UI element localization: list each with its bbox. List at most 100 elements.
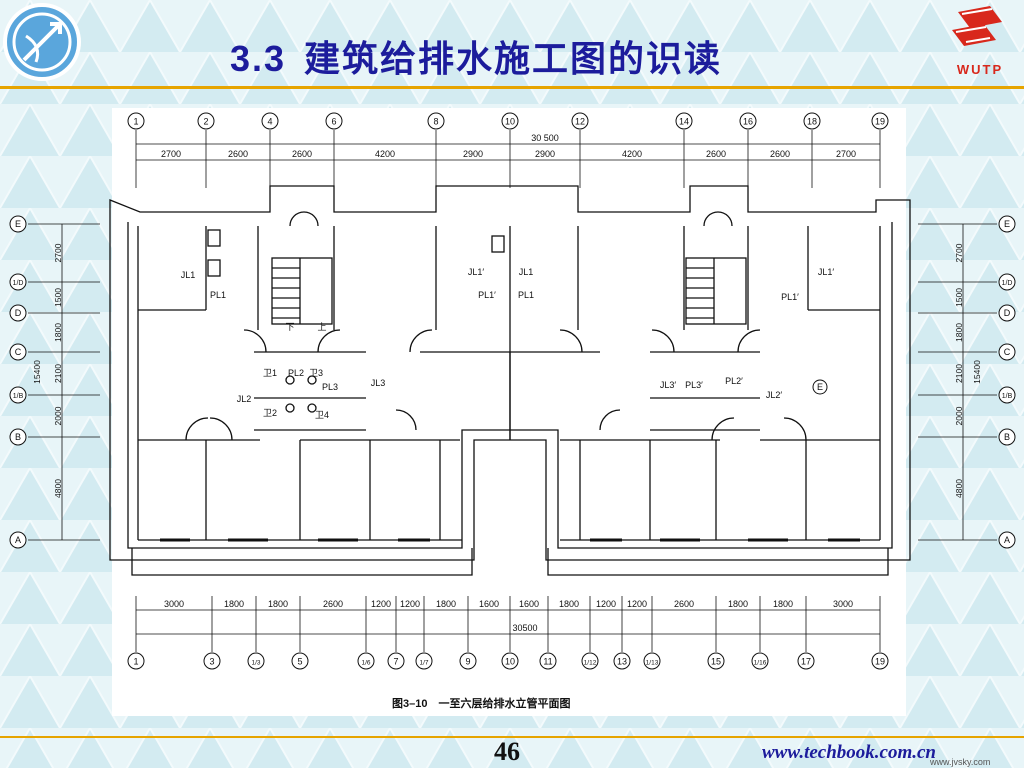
pipe-label: E <box>817 382 823 392</box>
bottom-axis-label: 19 <box>875 657 885 667</box>
pipe-label: JL2′ <box>766 390 783 400</box>
bottom-axis-bubble <box>707 652 725 670</box>
bottom-dim-value: 1200 <box>371 599 391 609</box>
pipe-label: 卫3 <box>309 368 323 378</box>
top-dim-value: 2600 <box>292 149 312 159</box>
bottom-axis-label: 1/6 <box>361 660 370 667</box>
top-dim-value: 2700 <box>161 149 181 159</box>
bottom-axis-label: 1/13 <box>646 660 659 667</box>
watermark: www.jvsky.com <box>930 757 991 767</box>
bottom-dim-value: 2600 <box>674 599 694 609</box>
top-axis-bubble <box>197 112 215 130</box>
pipe-label: 卫2 <box>263 408 277 418</box>
pipe-label: PL2′ <box>725 376 743 386</box>
right-axis-bubble <box>998 215 1016 233</box>
left-dim-value: 4800 <box>53 479 63 498</box>
top-total-dim: 30 500 <box>531 133 559 143</box>
left-axis-bubble <box>9 386 27 404</box>
room-marker <box>812 379 828 395</box>
right-dim-value: 2700 <box>954 243 964 262</box>
top-axis-label: 14 <box>679 117 689 127</box>
right-axis-bubble <box>998 531 1016 549</box>
top-axis-label: 6 <box>331 117 336 127</box>
pipe-label: JL1′ <box>818 267 835 277</box>
right-axis-label: D <box>1004 308 1011 318</box>
left-dim-value: 1800 <box>53 323 63 342</box>
right-dim-value: 2100 <box>954 364 964 383</box>
top-dim-value: 2900 <box>463 149 483 159</box>
top-divider <box>0 86 1024 89</box>
top-axis-label: 18 <box>807 117 817 127</box>
right-axis-label: B <box>1004 432 1010 442</box>
page-number: 46 <box>494 737 520 766</box>
bottom-dim-value: 1600 <box>479 599 499 609</box>
right-axis-label: C <box>1004 347 1011 357</box>
top-axis-bubble <box>571 112 589 130</box>
bottom-axis-bubble <box>501 652 519 670</box>
bottom-axis-label: 11 <box>543 657 552 667</box>
pipe-label: JL3′ <box>660 380 677 390</box>
pipe-label: 卫1 <box>263 368 277 378</box>
bottom-axis-label: 17 <box>801 657 811 667</box>
right-axis-label: A <box>1004 535 1010 545</box>
pipe-label: PL1 <box>210 290 226 300</box>
title-text: 建筑给排水施工图的识读 <box>304 38 723 80</box>
bottom-dim-value: 1800 <box>436 599 456 609</box>
top-axis-bubble <box>501 112 519 130</box>
left-axis-bubble <box>9 215 27 233</box>
pipe-labels: JL1PL1JL2JL3PL2PL3卫1卫2卫3卫4下上JL1′PL1′JL1P… <box>181 267 835 420</box>
bottom-dim-value: 1200 <box>627 599 647 609</box>
bottom-axis-bubble <box>751 652 769 670</box>
website-link[interactable]: www.techbook.com.cn <box>762 742 936 763</box>
pipe-label: JL1 <box>519 267 534 277</box>
left-axis-label: D <box>15 308 22 318</box>
right-axis-bubble <box>998 386 1016 404</box>
left-dim-value: 1500 <box>53 288 63 307</box>
left-dim-value: 2700 <box>53 243 63 262</box>
pipe-label: PL1′ <box>781 292 799 302</box>
top-axis-bubble <box>675 112 693 130</box>
bottom-axis-bubble <box>357 652 375 670</box>
top-axis-label: 10 <box>505 117 515 127</box>
bottom-dim-value: 3000 <box>833 599 853 609</box>
pipe-label: PL1 <box>518 290 534 300</box>
bottom-divider <box>0 736 1024 738</box>
bottom-axis-bubble <box>643 652 661 670</box>
bottom-axis-label: 1/3 <box>251 660 260 667</box>
top-dim-value: 4200 <box>375 149 395 159</box>
top-dim-value: 2900 <box>535 149 555 159</box>
top-dim-value: 2600 <box>770 149 790 159</box>
figure-caption: 图3–10 一至六层给排水立管平面图 <box>392 698 571 710</box>
compass-logo-icon <box>2 2 82 82</box>
top-dim-value: 2600 <box>228 149 248 159</box>
right-axis-bubble <box>998 343 1016 361</box>
top-axis-bubble <box>427 112 445 130</box>
bottom-axis-label: 7 <box>393 657 398 667</box>
pipe-label: JL1′ <box>468 267 485 277</box>
bottom-axis-label: 13 <box>617 657 627 667</box>
bottom-axis-bubble <box>387 652 405 670</box>
bottom-axis-bubble <box>581 652 599 670</box>
publisher-mark: WUTP <box>956 62 1004 77</box>
right-dim-value: 1500 <box>954 288 964 307</box>
wutp-logo-icon <box>940 2 1020 80</box>
bottom-dim-value: 2600 <box>323 599 343 609</box>
pipe-label: PL3 <box>322 382 338 392</box>
right-axis-bubble <box>998 428 1016 446</box>
left-axis-label: E <box>15 219 21 229</box>
top-axis-label: 2 <box>203 117 208 127</box>
left-axis-label: 1/B <box>13 393 24 400</box>
right-dim-value: 4800 <box>954 479 964 498</box>
bottom-dim-value: 1800 <box>559 599 579 609</box>
right-total-dim: 15400 <box>972 360 982 384</box>
right-axis-label: E <box>1004 219 1010 229</box>
section-number: 3.3 <box>230 38 287 79</box>
bottom-dim-value: 1800 <box>268 599 288 609</box>
left-axis-label: A <box>15 535 21 545</box>
left-axis-bubble <box>9 343 27 361</box>
top-axis-label: 8 <box>433 117 438 127</box>
